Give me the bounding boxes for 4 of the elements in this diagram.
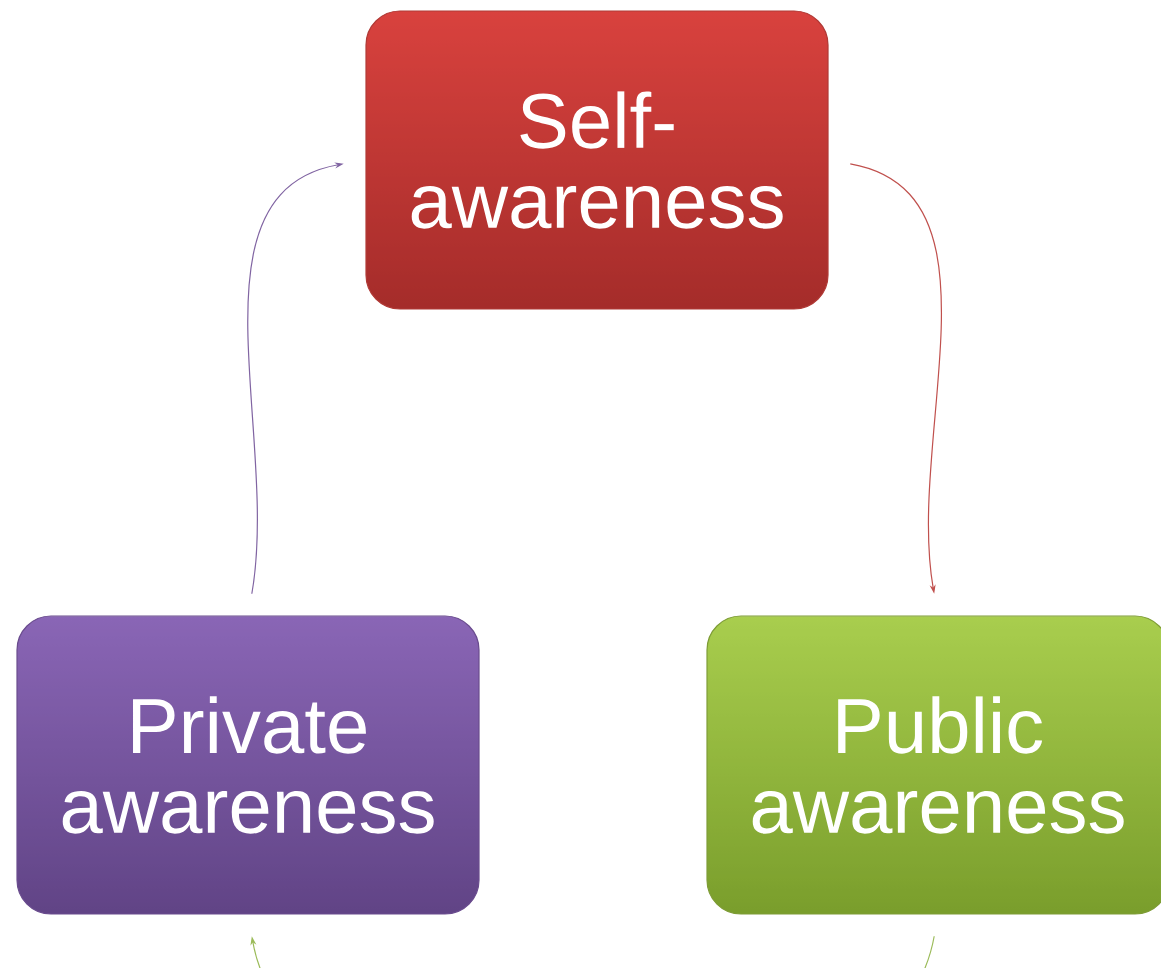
process-box: Self-awareness <box>365 10 829 310</box>
process-box: Public awareness <box>706 615 1161 915</box>
arrow <box>250 935 935 968</box>
process-box: Private awareness <box>16 615 480 915</box>
